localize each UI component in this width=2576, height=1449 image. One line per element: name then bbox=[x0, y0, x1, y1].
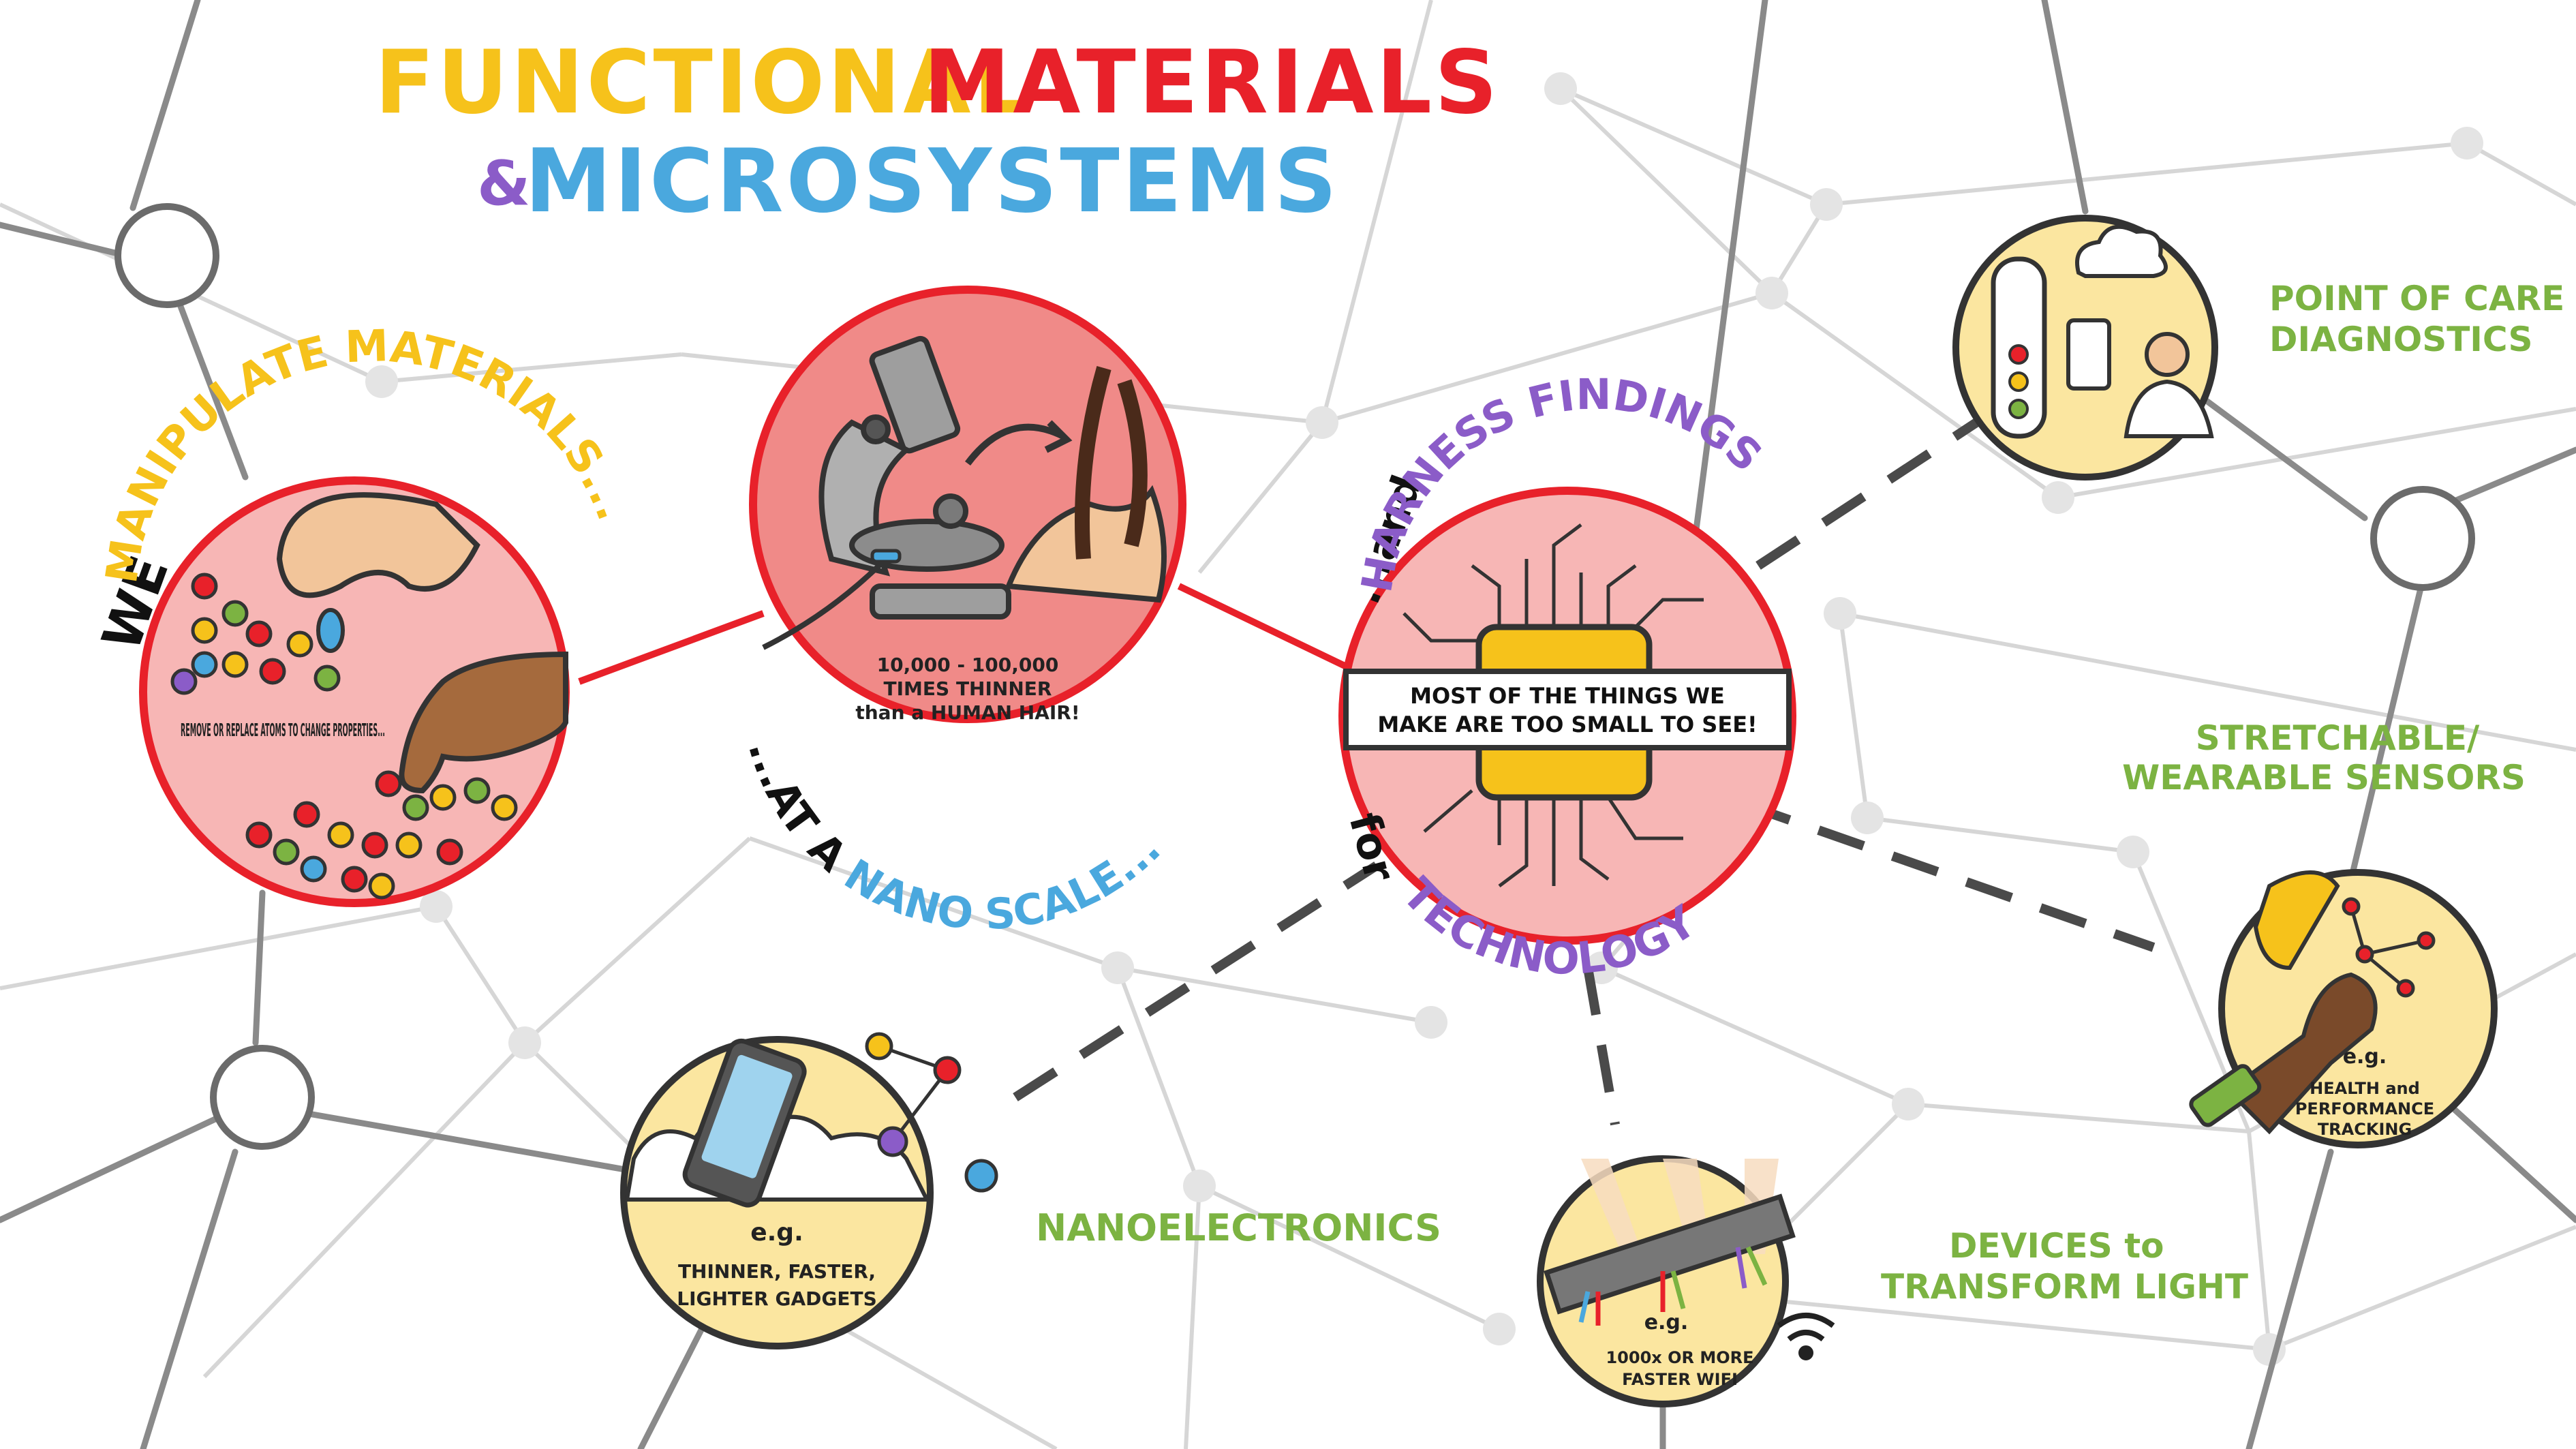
banner bbox=[1343, 669, 1792, 750]
wearable-note-line3: TRACKING bbox=[2318, 1120, 2412, 1139]
color-rays-icon bbox=[1578, 1246, 1768, 1326]
network-hub-nodes bbox=[114, 203, 2475, 1150]
wearable-sensors-circle: e.g. HEALTH and PERFORMANCE TRACKING bbox=[2189, 869, 2498, 1148]
banner-line1: MOST OF THE THINGS WE bbox=[1410, 683, 1725, 709]
manipulate-materials-circle: REMOVE OR REPLACE ATOMS TO CHANGE PROPER… bbox=[139, 476, 570, 907]
red-connectors bbox=[578, 583, 1358, 685]
scale-note-line1: 10,000 - 100,000 bbox=[877, 654, 1059, 676]
scale-note-line3: than a HUMAN HAIR! bbox=[855, 701, 1079, 724]
atom-dots bbox=[170, 573, 518, 900]
atoms-note: REMOVE OR REPLACE ATOMS TO CHANGE PROPER… bbox=[181, 720, 385, 741]
light-note-line1: 1000x OR MORE bbox=[1606, 1348, 1753, 1367]
wifi-icon bbox=[1777, 1313, 1835, 1360]
wearable-eg: e.g. bbox=[2343, 1045, 2387, 1069]
arm-icon bbox=[2225, 972, 2378, 1135]
hub-node-bottom-left bbox=[210, 1045, 315, 1150]
title-functional: FUNCTIONAL bbox=[375, 32, 1032, 134]
hand-pointing-icon bbox=[399, 651, 568, 794]
light-eg: e.g. bbox=[1644, 1311, 1689, 1334]
background-network-nodes bbox=[365, 72, 2483, 1366]
nanoelectronics-note-line2: LIGHTER GADGETS bbox=[677, 1287, 876, 1310]
light-note-line2: FASTER WIFI bbox=[1622, 1370, 1738, 1389]
wristband-icon bbox=[2189, 1064, 2262, 1127]
network-graph-icon bbox=[2342, 897, 2436, 998]
wearable-label-line1: STRETCHABLE/ bbox=[2196, 718, 2480, 758]
arrow-icon bbox=[965, 423, 1065, 466]
wearable-label-line2: WEARABLE SENSORS bbox=[2122, 758, 2526, 797]
hair-icon bbox=[1005, 365, 1167, 603]
wearable-note-line2: PERFORMANCE bbox=[2295, 1099, 2434, 1118]
doctor-icon bbox=[2145, 332, 2190, 377]
molecule-icon bbox=[865, 1032, 998, 1193]
nanoelectronics-label: NANOELECTRONICS bbox=[1036, 1206, 1441, 1249]
title: FUNCTIONAL MATERIALS & MICROSYSTEMS bbox=[375, 32, 1500, 232]
circuit-traces bbox=[1402, 523, 1704, 887]
cable-clip-icon bbox=[870, 549, 902, 564]
hub-node-right bbox=[2370, 486, 2475, 591]
transform-light-circle: e.g. 1000x OR MORE FASTER WIFI bbox=[1537, 1155, 1835, 1407]
point-of-care-circle bbox=[1952, 215, 2218, 481]
wearable-note-line1: HEALTH and bbox=[2310, 1079, 2420, 1098]
nanoelectronics-note-line1: THINNER, FASTER, bbox=[678, 1260, 876, 1283]
scale-note-line2: TIMES THINNER bbox=[884, 677, 1052, 700]
light-label-line1: DEVICES to bbox=[1949, 1226, 2164, 1266]
title-microsystems: MICROSYSTEMS bbox=[525, 131, 1340, 232]
microscope-icon bbox=[818, 335, 1011, 620]
sensor-patch-icon bbox=[2253, 870, 2340, 971]
banner-line2: MAKE ARE TOO SMALL TO SEE! bbox=[1377, 712, 1757, 737]
cable-icon bbox=[762, 557, 888, 650]
cloud-icon bbox=[2075, 224, 2168, 278]
test-strip-icon bbox=[1991, 256, 2047, 439]
point-of-care-label-line2: DIAGNOSTICS bbox=[2269, 320, 2533, 359]
title-materials: MATERIALS bbox=[923, 32, 1500, 134]
nano-scale-label: NANO SCALE... bbox=[836, 824, 1170, 940]
nanoelectronics-circle: e.g. THINNER, FASTER, LIGHTER GADGETS bbox=[620, 1032, 998, 1349]
technology-circle: MOST OF THE THINGS WE MAKE ARE TOO SMALL… bbox=[1338, 487, 1796, 945]
hub-node-top-left bbox=[114, 203, 219, 308]
nano-scale-circle: 10,000 - 100,000 TIMES THINNER than a HU… bbox=[749, 286, 1186, 724]
at-a-label: ...AT A bbox=[739, 735, 857, 881]
at-a-nano-scale-label: ...AT A NANO SCALE... bbox=[739, 735, 1170, 940]
nanoelectronics-eg: e.g. bbox=[750, 1219, 803, 1247]
phone-icon bbox=[2066, 318, 2111, 391]
dashed-connectors bbox=[1013, 418, 2156, 1126]
point-of-care-label-line1: POINT OF CARE bbox=[2269, 279, 2564, 318]
hand-top-icon bbox=[276, 492, 480, 653]
title-ampersand: & bbox=[477, 148, 531, 219]
light-label-line2: TRANSFORM LIGHT bbox=[1881, 1267, 2248, 1307]
